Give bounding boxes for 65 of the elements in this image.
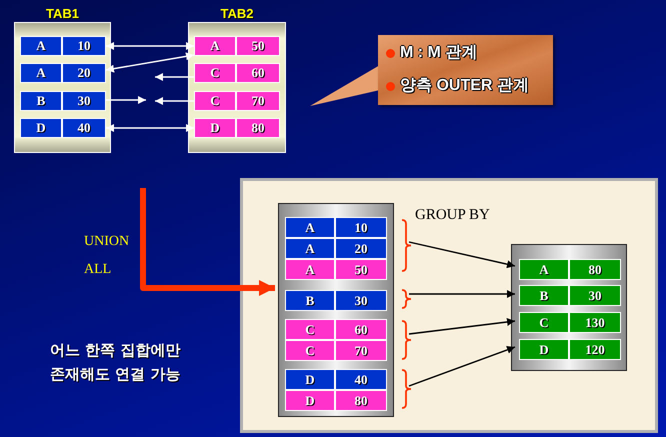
key-cell: C: [285, 319, 335, 340]
table-title: TAB1: [45, 6, 80, 21]
table-title: TAB2: [220, 6, 254, 21]
key-cell: A: [285, 238, 335, 259]
arrow: [106, 52, 194, 73]
key-cell: A: [194, 36, 236, 56]
value-cell: 80: [335, 390, 387, 411]
key-cell: D: [519, 339, 569, 360]
value-cell: 10: [335, 217, 387, 238]
curly-bracket: [401, 320, 412, 360]
value-cell: 50: [236, 36, 280, 56]
key-cell: C: [285, 340, 335, 361]
value-cell: 70: [236, 91, 280, 111]
arrow: [408, 346, 516, 387]
curly-bracket: [401, 219, 412, 272]
heading-label: GROUP BY: [415, 206, 491, 225]
value-cell: 120: [569, 339, 621, 360]
curly-bracket: [401, 289, 412, 309]
value-cell: 30: [62, 91, 106, 111]
key-cell: A: [20, 63, 62, 83]
callout-text: 양측 OUTER 관계: [400, 76, 529, 96]
value-cell: 30: [569, 285, 621, 306]
table-frame: [511, 244, 627, 371]
panel-background: [240, 178, 658, 433]
value-cell: 80: [236, 118, 280, 138]
note-text: 어느 한쪽 집합에만 존재해도 연결 가능: [50, 340, 182, 385]
key-cell: C: [519, 312, 569, 333]
arrow: [408, 241, 516, 268]
arrow: [155, 73, 194, 81]
value-cell: 80: [569, 259, 621, 280]
key-cell: D: [285, 369, 335, 390]
arrow: [408, 318, 516, 335]
arrow: [106, 42, 194, 50]
key-cell: B: [20, 91, 62, 111]
key-cell: D: [285, 390, 335, 411]
key-cell: D: [194, 118, 236, 138]
value-cell: 60: [335, 319, 387, 340]
value-cell: 70: [335, 340, 387, 361]
value-cell: 20: [335, 238, 387, 259]
key-cell: A: [285, 259, 335, 280]
key-cell: B: [285, 290, 335, 311]
table-frame: [278, 203, 394, 417]
value-cell: 130: [569, 312, 621, 333]
value-cell: 40: [335, 369, 387, 390]
key-cell: A: [519, 259, 569, 280]
value-cell: 20: [62, 63, 106, 83]
value-cell: 30: [335, 290, 387, 311]
key-cell: B: [519, 285, 569, 306]
value-cell: 60: [236, 63, 280, 83]
arrow: [140, 188, 275, 296]
key-cell: C: [194, 91, 236, 111]
arrow: [106, 124, 194, 132]
arrow: [155, 97, 194, 105]
callout-text: M : M 관계: [400, 43, 478, 63]
curly-bracket: [401, 369, 412, 409]
key-cell: D: [20, 118, 62, 138]
key-cell: A: [285, 217, 335, 238]
key-cell: A: [20, 36, 62, 56]
arrow: [106, 96, 146, 104]
arrow: [409, 290, 515, 298]
value-cell: 40: [62, 118, 106, 138]
value-cell: 50: [335, 259, 387, 280]
edge-label: UNION ALL: [84, 233, 130, 279]
value-cell: 10: [62, 36, 106, 56]
key-cell: C: [194, 63, 236, 83]
